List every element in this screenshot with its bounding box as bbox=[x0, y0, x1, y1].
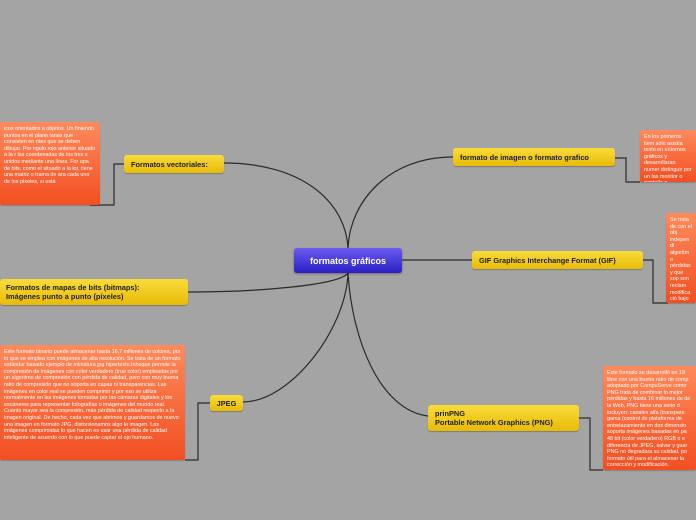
note-jpeg-text: Este formato binario puede almacenar has… bbox=[4, 349, 181, 441]
note-png[interactable]: Este formato se desarrolló en 19 libre c… bbox=[603, 366, 696, 470]
topic-mapas-bits[interactable]: Formatos de mapas de bits (bitmaps): Imá… bbox=[0, 279, 188, 305]
central-topic-label: formatos gráficos bbox=[309, 255, 387, 266]
topic-png-label: prinPNG Portable Network Graphics (PNG) bbox=[435, 409, 553, 427]
topic-imagen-grafico[interactable]: formato de imagen o formato grafico bbox=[453, 148, 615, 166]
topic-gif-label: GIF Graphics Interchange Format (GIF) bbox=[479, 255, 616, 265]
topic-vectoriales-label: Formatos vectoriales: bbox=[131, 159, 208, 169]
topic-imagen-grafico-label: formato de imagen o formato grafico bbox=[460, 152, 589, 162]
note-gif[interactable]: Se trata de con el obj independi algorit… bbox=[666, 213, 696, 303]
topic-jpeg-label: JPEG bbox=[216, 398, 237, 408]
note-imagen-grafico[interactable]: En los primeros tiem sólo asistía texto … bbox=[640, 130, 696, 182]
central-topic[interactable]: formatos gráficos bbox=[294, 248, 402, 273]
topic-gif[interactable]: GIF Graphics Interchange Format (GIF) bbox=[472, 251, 643, 269]
topic-jpeg[interactable]: JPEG bbox=[210, 395, 243, 411]
topic-png[interactable]: prinPNG Portable Network Graphics (PNG) bbox=[428, 405, 579, 431]
note-gif-text: Se trata de con el obj independi algorit… bbox=[670, 217, 692, 303]
note-png-text: Este formato se desarrolló en 19 libre c… bbox=[607, 370, 691, 469]
topic-vectoriales[interactable]: Formatos vectoriales: bbox=[124, 155, 224, 173]
note-vectoriales[interactable]: icos orientados a objetos. Un finiendo p… bbox=[0, 122, 100, 205]
note-jpeg[interactable]: Este formato binario puede almacenar has… bbox=[0, 345, 185, 460]
note-imagen-grafico-text: En los primeros tiem sólo asistía texto … bbox=[644, 134, 692, 182]
topic-mapas-bits-label: Formatos de mapas de bits (bitmaps): Imá… bbox=[6, 283, 140, 301]
note-vectoriales-text: icos orientados a objetos. Un finiendo p… bbox=[4, 126, 96, 185]
